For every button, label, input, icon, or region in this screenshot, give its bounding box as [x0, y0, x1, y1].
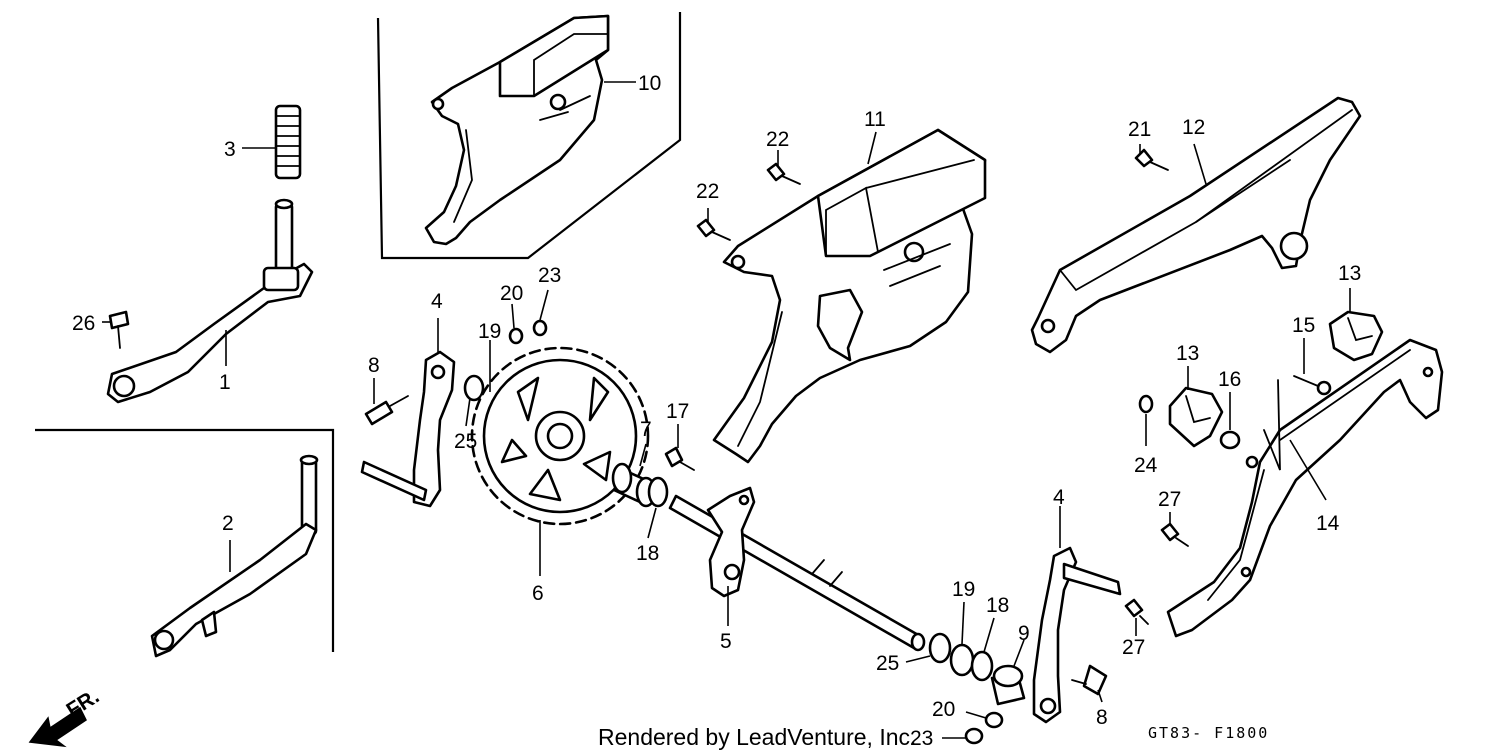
callout-23-lower: 23: [910, 727, 933, 750]
callout-1: 1: [219, 371, 231, 394]
block-13-upper: [1328, 310, 1384, 362]
callout-13-lower: 13: [1176, 342, 1199, 365]
cover-12: [1030, 96, 1362, 354]
block-13-lower: [1168, 386, 1224, 448]
nut-23-left: [532, 319, 548, 337]
callout-4-left: 4: [431, 290, 443, 313]
callout-20-left: 20: [500, 282, 523, 305]
washer-25-right: [928, 632, 952, 664]
callout-labels: 1 2 3 4 4 5 6 7 8 8 9 10 11 12 13 13 14 …: [72, 72, 1361, 750]
bolt-27-upper: [1160, 522, 1189, 547]
callout-25-left: 25: [454, 430, 477, 453]
frame-14: [1166, 338, 1444, 638]
pin-8-right: [1071, 664, 1108, 696]
callout-4-right: 4: [1053, 486, 1065, 509]
pedal-arm-1: [106, 198, 314, 404]
bolt-21: [1134, 148, 1169, 171]
nut-20-left: [508, 327, 524, 345]
callout-23-upper: 23: [538, 264, 561, 287]
callout-16: 16: [1218, 368, 1241, 391]
callout-25-right: 25: [876, 652, 899, 675]
callout-24: 24: [1134, 454, 1158, 477]
callout-15: 15: [1292, 314, 1315, 337]
callout-26: 26: [72, 312, 95, 335]
bolt-27-lower: [1124, 598, 1149, 625]
pin-8-left: [364, 395, 409, 426]
diagram-code: GT83- F1800: [1148, 724, 1269, 742]
shaft: [668, 494, 926, 652]
callout-18-left: 18: [636, 542, 659, 565]
inset-box-left: [35, 428, 335, 652]
spring-3: [274, 104, 302, 180]
callout-8-right: 8: [1096, 706, 1108, 729]
washer-25-left: [463, 374, 485, 402]
collar-9: [990, 664, 1026, 706]
collar-7: [611, 462, 657, 508]
callout-27-upper: 27: [1158, 488, 1181, 511]
callout-2: 2: [222, 512, 234, 535]
callout-27-lower: 27: [1122, 636, 1145, 659]
chain-guard-11: [712, 128, 987, 464]
callout-22-lower: 22: [696, 180, 719, 203]
callout-3: 3: [224, 138, 236, 161]
callout-17: 17: [666, 400, 689, 423]
credit-text: Rendered by LeadVenture, Inc.: [598, 724, 916, 750]
callout-20-right: 20: [932, 698, 955, 721]
leader-lines: [102, 81, 1351, 739]
bolt-15: [1293, 375, 1332, 396]
washer-18-right: [970, 650, 994, 682]
arm-4-left: [360, 350, 456, 508]
callout-10: 10: [638, 72, 661, 95]
collar-16: [1219, 430, 1241, 450]
chain-guard-inset-10: [424, 14, 610, 246]
callout-11: 11: [864, 108, 886, 131]
bolt-22-upper: [766, 162, 801, 185]
nut-24: [1138, 394, 1154, 414]
callout-19-left: 19: [478, 320, 501, 343]
bolt-22-lower: [696, 218, 731, 241]
callout-21: 21: [1128, 118, 1151, 141]
callout-7: 7: [640, 418, 652, 441]
pedal-arm-2: [150, 454, 319, 658]
nut-23-right: [964, 727, 984, 745]
callout-8-left: 8: [368, 354, 380, 377]
washer-18-left: [647, 476, 669, 508]
callout-14: 14: [1316, 512, 1340, 535]
arm-4-right: [1032, 546, 1122, 724]
callout-12: 12: [1182, 116, 1205, 139]
callout-22-upper: 22: [766, 128, 789, 151]
bolt-26: [108, 310, 130, 349]
washer-19-right: [949, 643, 975, 677]
front-arrow-icon: FR.: [28, 685, 103, 748]
nut-20-right: [984, 711, 1004, 729]
callout-19-right: 19: [952, 578, 975, 601]
inset-box-top: [376, 12, 682, 260]
callout-18-right: 18: [986, 594, 1009, 617]
sprocket-6: [470, 346, 650, 526]
callout-13-upper: 13: [1338, 262, 1361, 285]
bolt-17: [664, 446, 695, 471]
callout-6: 6: [532, 582, 544, 605]
callout-5: 5: [720, 630, 732, 653]
callout-9: 9: [1018, 622, 1030, 645]
bracket-5: [706, 486, 756, 598]
